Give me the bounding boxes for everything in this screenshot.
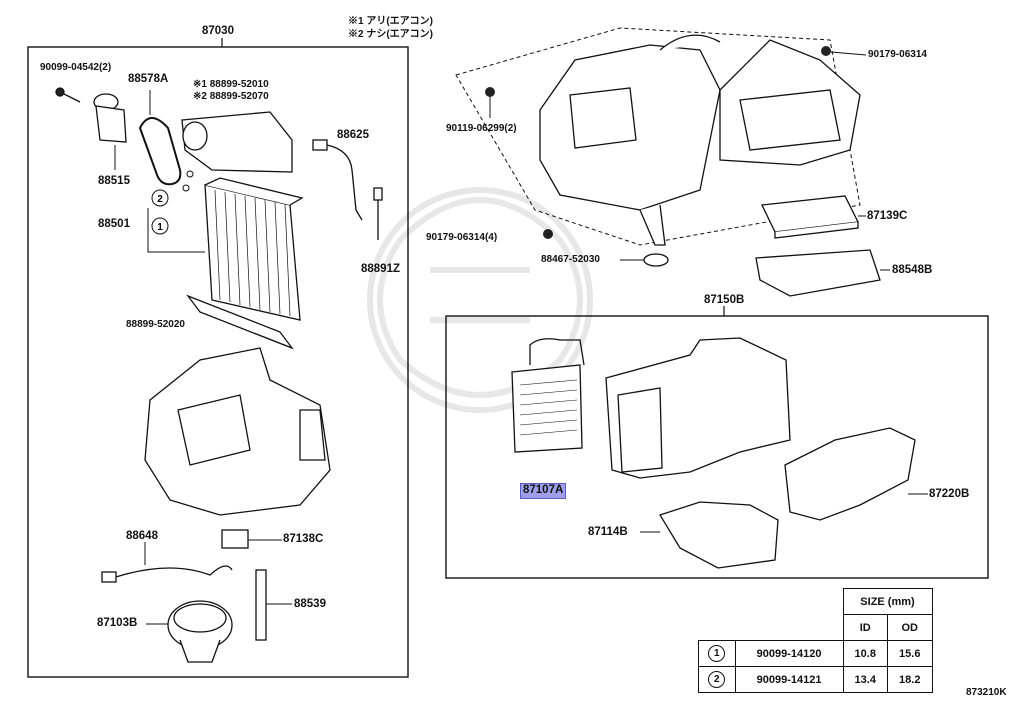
col-id-header: ID xyxy=(842,614,888,641)
group-frame-87030 xyxy=(27,46,409,678)
screw-icon xyxy=(55,87,81,103)
filter-case-icon xyxy=(755,249,881,297)
group-frame-87150b xyxy=(445,315,989,579)
size-table-title: SIZE (mm) xyxy=(842,588,933,615)
part-label[interactable]: ※1 88899-52010 xyxy=(193,79,269,90)
part-label[interactable]: 90179-06314 xyxy=(868,49,927,60)
callout-2: 2 xyxy=(157,194,163,205)
sensor-wire-icon xyxy=(312,139,363,221)
inner-diameter: 10.8 xyxy=(842,640,888,667)
size-table: SIZE (mm) ID OD 1 90099-14120 10.8 15.6 … xyxy=(698,588,933,693)
seal-strip-icon xyxy=(186,294,294,350)
wire-harness-icon xyxy=(101,565,233,583)
group-label-87150b[interactable]: 87150B xyxy=(704,294,745,306)
col-od-header: OD xyxy=(887,614,933,641)
part-label[interactable]: 88548B xyxy=(892,264,933,276)
part-label[interactable]: 87138C xyxy=(283,533,324,545)
part-label[interactable]: 88625 xyxy=(337,129,369,141)
table-row: 1 90099-14120 10.8 15.6 xyxy=(698,640,933,667)
air-filter-icon xyxy=(761,195,859,239)
part-label[interactable]: 87139C xyxy=(867,210,908,222)
part-label[interactable]: 87103B xyxy=(97,617,138,629)
outer-diameter: 15.6 xyxy=(887,640,933,667)
part-label[interactable]: 88515 xyxy=(98,175,130,187)
hvac-assembly-icon xyxy=(539,34,861,246)
part-label[interactable]: 90099-04542(2) xyxy=(40,62,112,73)
thermistor-icon xyxy=(373,187,383,240)
part-label[interactable]: 88501 xyxy=(98,218,130,230)
part-label[interactable]: 88891Z xyxy=(361,263,401,275)
part-label[interactable]: 90119-06299(2) xyxy=(446,123,517,134)
group-label-87030: 87030 xyxy=(202,25,234,37)
mark-2: 2 xyxy=(708,671,726,688)
note-without-ac: ※2 ナシ(エアコン) xyxy=(348,29,433,40)
part-label[interactable]: 88899-52020 xyxy=(126,319,185,330)
blower-motor-icon xyxy=(167,600,233,663)
watermark-emblem xyxy=(367,187,593,413)
highlighted-part-label[interactable]: 87107A xyxy=(519,483,567,499)
duct-icon xyxy=(181,111,293,173)
part-label[interactable]: 88539 xyxy=(294,598,326,610)
heater-case-icon xyxy=(605,337,791,479)
heater-core-icon xyxy=(511,338,585,453)
part-label[interactable]: 88467-52030 xyxy=(541,254,600,265)
figure-code: 873210K xyxy=(966,687,1007,698)
mark-1: 1 xyxy=(708,645,726,662)
dashed-outline xyxy=(455,27,861,246)
part-label[interactable]: 87114B xyxy=(588,526,628,538)
evaporator-icon xyxy=(204,177,304,321)
part-label[interactable]: 87220B xyxy=(929,488,970,500)
actuator-duct-icon xyxy=(784,427,916,521)
outer-diameter: 18.2 xyxy=(887,666,933,693)
part-label[interactable]: 88578A xyxy=(128,73,169,85)
blower-housing-icon xyxy=(144,347,331,516)
drain-tube-icon xyxy=(255,569,267,641)
part-label[interactable]: 88648 xyxy=(126,530,158,542)
grommet-icon xyxy=(643,253,669,267)
gasket-icon xyxy=(138,117,182,186)
part-number: 90099-14121 xyxy=(734,666,844,693)
part-label[interactable]: ※2 88899-52070 xyxy=(193,91,269,102)
note-with-ac: ※1 アリ(エアコン) xyxy=(348,16,433,27)
callout-1: 1 xyxy=(157,222,163,233)
duct-cover-icon xyxy=(659,501,779,569)
table-row: 2 90099-14121 13.4 18.2 xyxy=(698,666,933,693)
part-number: 90099-14120 xyxy=(734,640,844,667)
relay-connector-icon xyxy=(221,529,249,549)
resistor-part-icon xyxy=(93,93,127,143)
inner-diameter: 13.4 xyxy=(842,666,888,693)
part-label[interactable]: 90179-06314(4) xyxy=(426,232,498,243)
